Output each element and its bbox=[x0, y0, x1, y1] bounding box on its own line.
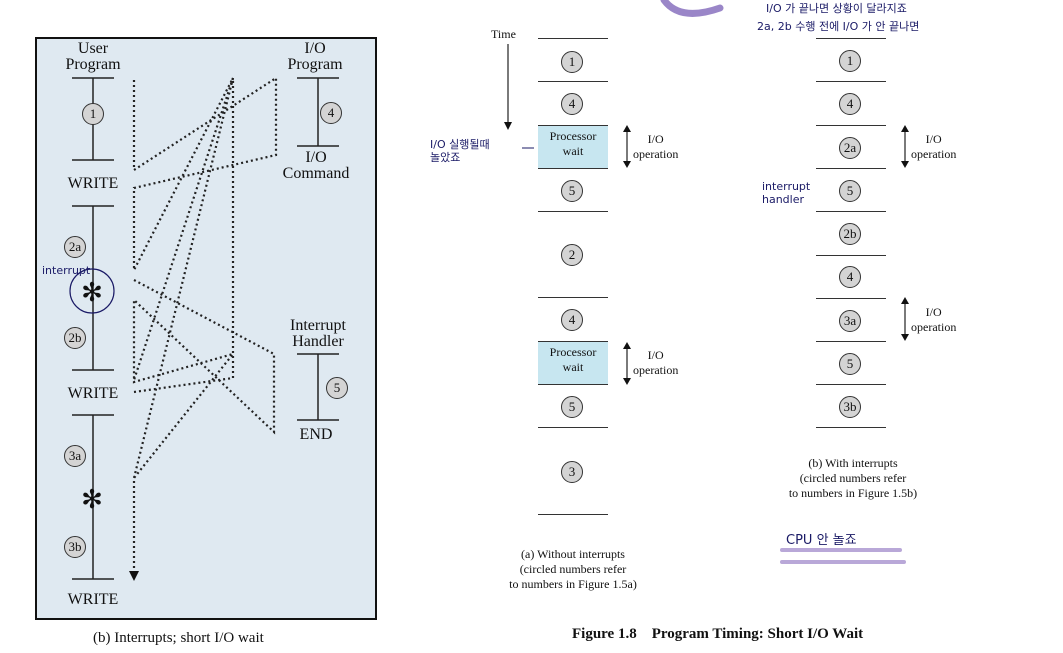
a-step-4: 4 bbox=[561, 93, 583, 115]
step-1-marker: 1 bbox=[82, 103, 104, 125]
b-step-2b: 2b bbox=[839, 223, 861, 245]
interrupt-asterisk-icon: ✻ bbox=[81, 278, 103, 307]
b-step-4b: 4 bbox=[839, 266, 861, 288]
step-2a-marker: 2a bbox=[64, 236, 86, 258]
b-step-3b: 3b bbox=[839, 396, 861, 418]
step-2b-marker: 2b bbox=[64, 327, 86, 349]
b-step-5b: 5 bbox=[839, 353, 861, 375]
handwritten-handler-note: interrupt handler bbox=[762, 180, 811, 206]
user-program-label: User Program bbox=[65, 40, 121, 73]
end-label: END bbox=[299, 426, 333, 443]
interrupt-asterisk-icon-2: ✻ bbox=[81, 485, 103, 514]
b-step-3a: 3a bbox=[839, 310, 861, 332]
b-io-operation-2: I/O operation bbox=[911, 305, 957, 334]
write-label-1: WRITE bbox=[67, 175, 119, 192]
b-io-operation-1: I/O operation bbox=[911, 132, 957, 161]
left-caption: (b) Interrupts; short I/O wait bbox=[93, 630, 264, 646]
write-label-3: WRITE bbox=[67, 591, 119, 608]
b-step-2a: 2a bbox=[839, 137, 861, 159]
a-step-5b: 5 bbox=[561, 396, 583, 418]
step-3a-marker: 3a bbox=[64, 445, 86, 467]
a-step-4b: 4 bbox=[561, 309, 583, 331]
write-label-2: WRITE bbox=[67, 385, 119, 402]
a-step-5: 5 bbox=[561, 180, 583, 202]
figure-title: Figure 1.8 Program Timing: Short I/O Wai… bbox=[572, 626, 864, 642]
io-command-label: I/O Command bbox=[282, 149, 350, 182]
a-step-1: 1 bbox=[561, 51, 583, 73]
a-io-operation-1: I/O operation bbox=[633, 132, 679, 161]
a-step-2: 2 bbox=[561, 244, 583, 266]
caption-a: (a) Without interrupts (circled numbers … bbox=[509, 547, 637, 591]
handwritten-top-note-1: I/O 가 끝나면 상황이 달라지죠 bbox=[766, 2, 907, 15]
b-step-5: 5 bbox=[839, 180, 861, 202]
handwritten-top-note-2: 2a, 2b 수행 전에 I/O 가 안 끝나면 bbox=[757, 20, 920, 33]
step-4-marker: 4 bbox=[320, 102, 342, 124]
caption-b: (b) With interrupts (circled numbers ref… bbox=[788, 456, 918, 500]
step-5-marker: 5 bbox=[326, 377, 348, 399]
handwritten-interrupt-note: interrupt bbox=[42, 264, 91, 277]
handwritten-cpu-note: CPU 안 놀죠 bbox=[786, 533, 857, 548]
time-label: Time bbox=[491, 27, 516, 41]
highlight-bar-1 bbox=[780, 548, 902, 552]
a-io-operation-2: I/O operation bbox=[633, 348, 679, 377]
a-processor-wait-1: Processor wait bbox=[538, 125, 608, 169]
a-processor-wait-2: Processor wait bbox=[538, 341, 608, 385]
handwritten-io-note: I/O 실행될때 놀았죠 bbox=[430, 138, 490, 164]
b-step-4: 4 bbox=[839, 93, 861, 115]
interrupts-diagram-panel bbox=[35, 37, 377, 620]
b-step-1: 1 bbox=[839, 50, 861, 72]
a-step-3: 3 bbox=[561, 461, 583, 483]
io-program-label: I/O Program bbox=[287, 40, 343, 73]
interrupt-handler-label: Interrupt Handler bbox=[290, 317, 346, 350]
step-3b-marker: 3b bbox=[64, 536, 86, 558]
highlight-bar-2 bbox=[780, 560, 906, 564]
